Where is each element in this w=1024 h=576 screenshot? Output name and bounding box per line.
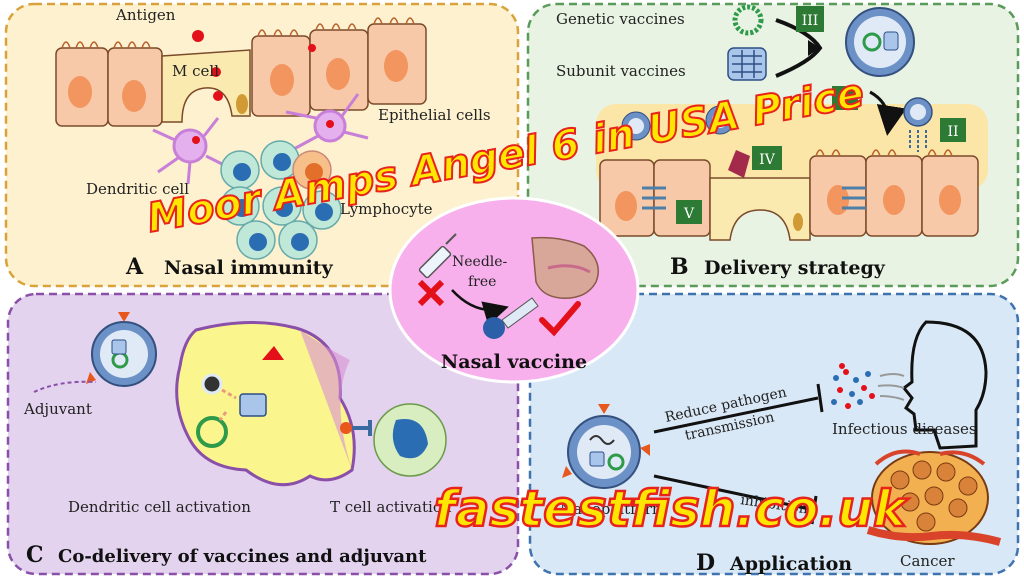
dendritic-cell-label: Dendritic cell [86,180,189,198]
antigen-dot [192,30,204,42]
panel-b-letter: B [670,254,689,280]
panel-c-title: Co-delivery of vaccines and adjuvant [58,546,427,567]
panel-c: Adjuvant Dendritic cell activation T cel… [6,292,520,576]
antigen-dot [308,44,316,52]
step-v-label: V [683,206,695,222]
adjuvant-nanoparticle-icon [86,312,157,387]
cross-icon [417,279,445,307]
check-icon [539,301,581,337]
genetic-vaccines-label: Genetic vaccines [556,10,685,28]
lymphocyte-label: Lymphocyte [340,200,433,218]
step-i-label: I [842,92,848,108]
subunit-vaccine-icon [727,47,767,81]
head-icon [901,320,988,450]
syringe-icon [418,233,457,279]
needle-free-line2: free [468,274,496,290]
t-cell-activation-label: T cell activation [330,498,452,516]
antigen-label: Antigen [115,6,176,24]
nanoparticle-icon [845,7,915,77]
lymphocyte-cluster [220,140,342,260]
epithelial-cells-label: Epithelial cells [378,106,491,124]
panel-b: III I II I [526,2,1020,288]
antigen-dot [213,91,223,101]
panel-a: Antigen M cell Epithelial cells Dendriti… [4,2,520,288]
nanoplatform-icon [562,404,650,489]
m-cell-label: M cell [172,62,219,80]
nose-icon [531,236,599,299]
adjuvant-label: Adjuvant [23,400,92,418]
step-iv-label: IV [759,152,776,168]
epithelial-cell-layer [55,17,427,127]
panel-b-title: Delivery strategy [704,257,886,279]
infectious-diseases-label: Infectious diseases [832,420,977,438]
center-nasal-vaccine: Needle- free Nasal vaccine [388,196,640,384]
nasal-vaccine-title: Nasal vaccine [441,351,587,373]
panel-d-letter: D [696,550,715,576]
panel-a-title: Nasal immunity [164,257,334,279]
cancer-tissue-icon [866,449,1002,546]
cancer-label: Cancer [900,552,955,570]
antigen-dot [211,67,221,77]
panel-a-letter: A [125,254,144,280]
step-iii-label: III [802,13,819,29]
internalized-particle [201,373,223,395]
subunit-vaccines-label: Subunit vaccines [556,62,686,80]
needle-free-line1: Needle- [452,254,508,270]
nasal-spray-icon [483,297,539,339]
nanoplatform-label: Nanoplatform [560,500,666,518]
panel-c-letter: C [26,542,44,568]
step-ii-label: II [947,124,958,140]
panel-d: Reduce pathogen transmission Infectious … [528,292,1020,576]
watermark-bottom: fastestfish.co.uk [434,480,909,538]
panel-d-title: Application [729,553,852,575]
genetic-vaccine-icon [732,4,764,36]
dendritic-activation-label: Dendritic cell activation [68,498,251,516]
pathogen-particles [831,363,875,409]
